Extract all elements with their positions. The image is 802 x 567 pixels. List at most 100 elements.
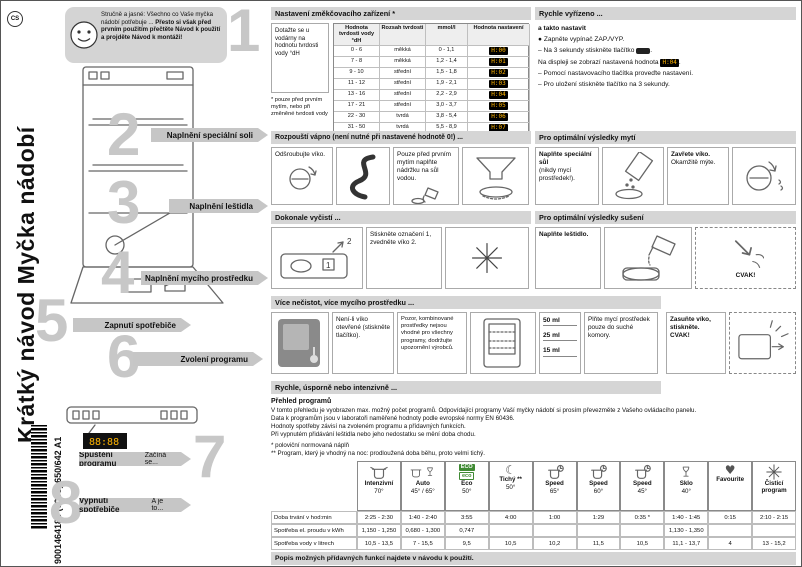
hardness-cell: 0 - 1,1 [426,46,468,58]
step-banner-select-program: Zvolení programu [133,352,263,366]
water-cell: 10,2 [532,537,577,550]
energy-cell: 1,130 - 1,350 [664,524,709,537]
svg-text:2: 2 [347,237,352,246]
detergent-section-header: Více nečistot, více mycího prostředku ..… [271,296,661,309]
detergent-warning-cell: Pozor, kombinované prostředky nejsou vho… [397,312,467,374]
amount-15: 15 ml [543,347,577,357]
energy-cell [752,524,796,537]
rinse-bottle-cell [604,227,692,289]
pot-icon [370,466,388,479]
salt-funnel-icon [475,157,516,200]
detergent-slide-cell [729,312,796,374]
program-overview-title: Přehled programů [271,398,332,405]
step-number-3: 3 [107,169,141,236]
setting-display: H:04 [489,91,508,100]
salt-bag-icon [615,152,654,200]
water-cell: 13 - 15,2 [752,537,796,550]
hardness-col-header: Rozsah tvrdosti [380,24,426,47]
hardness-cell: H:03 [468,79,530,91]
program-col-cleaning: Čisticí program [752,461,796,511]
water-cell: 9,5 [444,537,489,550]
water-cell: 10,5 - 13,5 [357,537,401,550]
hardness-col-header: Hodnota tvrdosti vody °dH [334,24,380,47]
footer-note: Popis možných přídavných funkcí najdete … [271,552,796,565]
hardness-cell: H:01 [468,57,530,69]
display-value: H:04 [660,58,679,67]
click-arrow-icon [734,240,764,269]
amount-25: 25 ml [543,332,577,342]
svg-text:1: 1 [326,261,331,270]
hardness-cell: měkká [380,57,426,69]
hardness-col-header: Hodnota nastavení [468,24,530,47]
sparkle-icon [471,242,503,274]
energy-cell [532,524,577,537]
night-moon-icon: ☾ [505,463,517,477]
step-number-7: 7 [193,423,227,490]
program-col-night: ☾ Tichý **50° [488,461,533,511]
duration-cell: 1:29 [576,511,621,524]
quick-step: – Pomocí nastavovacího tlačítka proveďte… [538,69,694,77]
setting-display: H:00 [489,47,508,56]
hardness-cell: H:05 [468,101,530,113]
setting-display: H:01 [489,58,508,67]
svg-text:88:88: 88:88 [89,437,119,448]
rinse-bottle-icon [622,235,676,281]
speed-clock-icon [635,464,652,479]
overview-paragraph: Data k programům jsou v laboratoři naměř… [271,415,515,423]
intro-bubble: Stručně a jasné: Všechno co Vaše myčka n… [65,7,227,63]
row-label-energy: Spotřeba el. proudu v kWh [271,524,357,537]
hardness-cell: 13 - 16 [334,90,380,102]
setting-display: H:03 [489,80,508,89]
step-number-5: 5 [35,287,69,354]
water-cell: 4 [708,537,753,550]
duration-cell: 2:10 - 2:15 [752,511,796,524]
energy-cell: 1,150 - 1,250 [357,524,401,537]
salt-funnel-cell [462,147,529,205]
energy-cell [576,524,621,537]
hardness-cell: H:04 [468,90,530,102]
softener-footnote: * pouze před prvním mytím, nebo při změn… [271,97,328,117]
energy-cell: 0,747 [444,524,489,537]
hardness-cell: H:06 [468,112,530,124]
water-jug-icon [411,187,439,204]
quick-step: – Na 3 sekundy stiskněte tlačítko . [538,47,653,55]
detergent-amounts-cell: 50 ml 25 ml 15 ml [539,312,581,374]
step-banner-salt: Naplnění speciální soli [151,128,268,142]
hardness-cell: 1,5 - 1,8 [426,68,468,80]
duration-cell: 0:15 [708,511,753,524]
step-banner-rinse-aid: Naplnění leštidla [169,199,268,213]
water-cell: 10,5 [488,537,533,550]
hardness-cell: 2,2 - 2,9 [426,90,468,102]
salt-close-cell: Zavřete víko. Okamžitě mýte. [667,147,729,205]
program-col-favourite: ♥ Favourite [708,461,753,511]
hardness-cell: měkká [380,46,426,58]
amount-50: 50 ml [543,317,577,327]
speed-clock-icon [591,464,608,479]
salt-unscrew-cell: Odšroubujte víko. [271,147,333,205]
hardness-cell: H:02 [468,68,530,80]
step-banner-switch-on: Zapnutí spotřebiče [73,318,191,332]
overview-paragraph: Hodnoty spotřeby závisí na zvoleném prog… [271,423,466,431]
quick-setup-header: Rychle vyřízeno ... [535,7,796,20]
setting-display: H:05 [489,102,508,111]
duration-cell: 1:40 - 2:40 [400,511,445,524]
salt-cap-icon [289,166,317,190]
s-shape-icon [350,154,376,200]
step-number-2: 2 [107,101,141,168]
salt-bag-cell [602,147,664,205]
duration-cell: 1:00 [532,511,577,524]
step-number-4: 4 [101,239,135,306]
softener-section-header: Nastavení změkčovacího zařízení * [271,7,531,20]
program-overview: Přehled programů V tomto přehledu je vyo… [271,397,796,458]
hardness-cell: tvrdá [380,112,426,124]
favourite-heart-icon: ♥ [724,463,736,477]
rinse-sparkle-cell [445,227,529,289]
